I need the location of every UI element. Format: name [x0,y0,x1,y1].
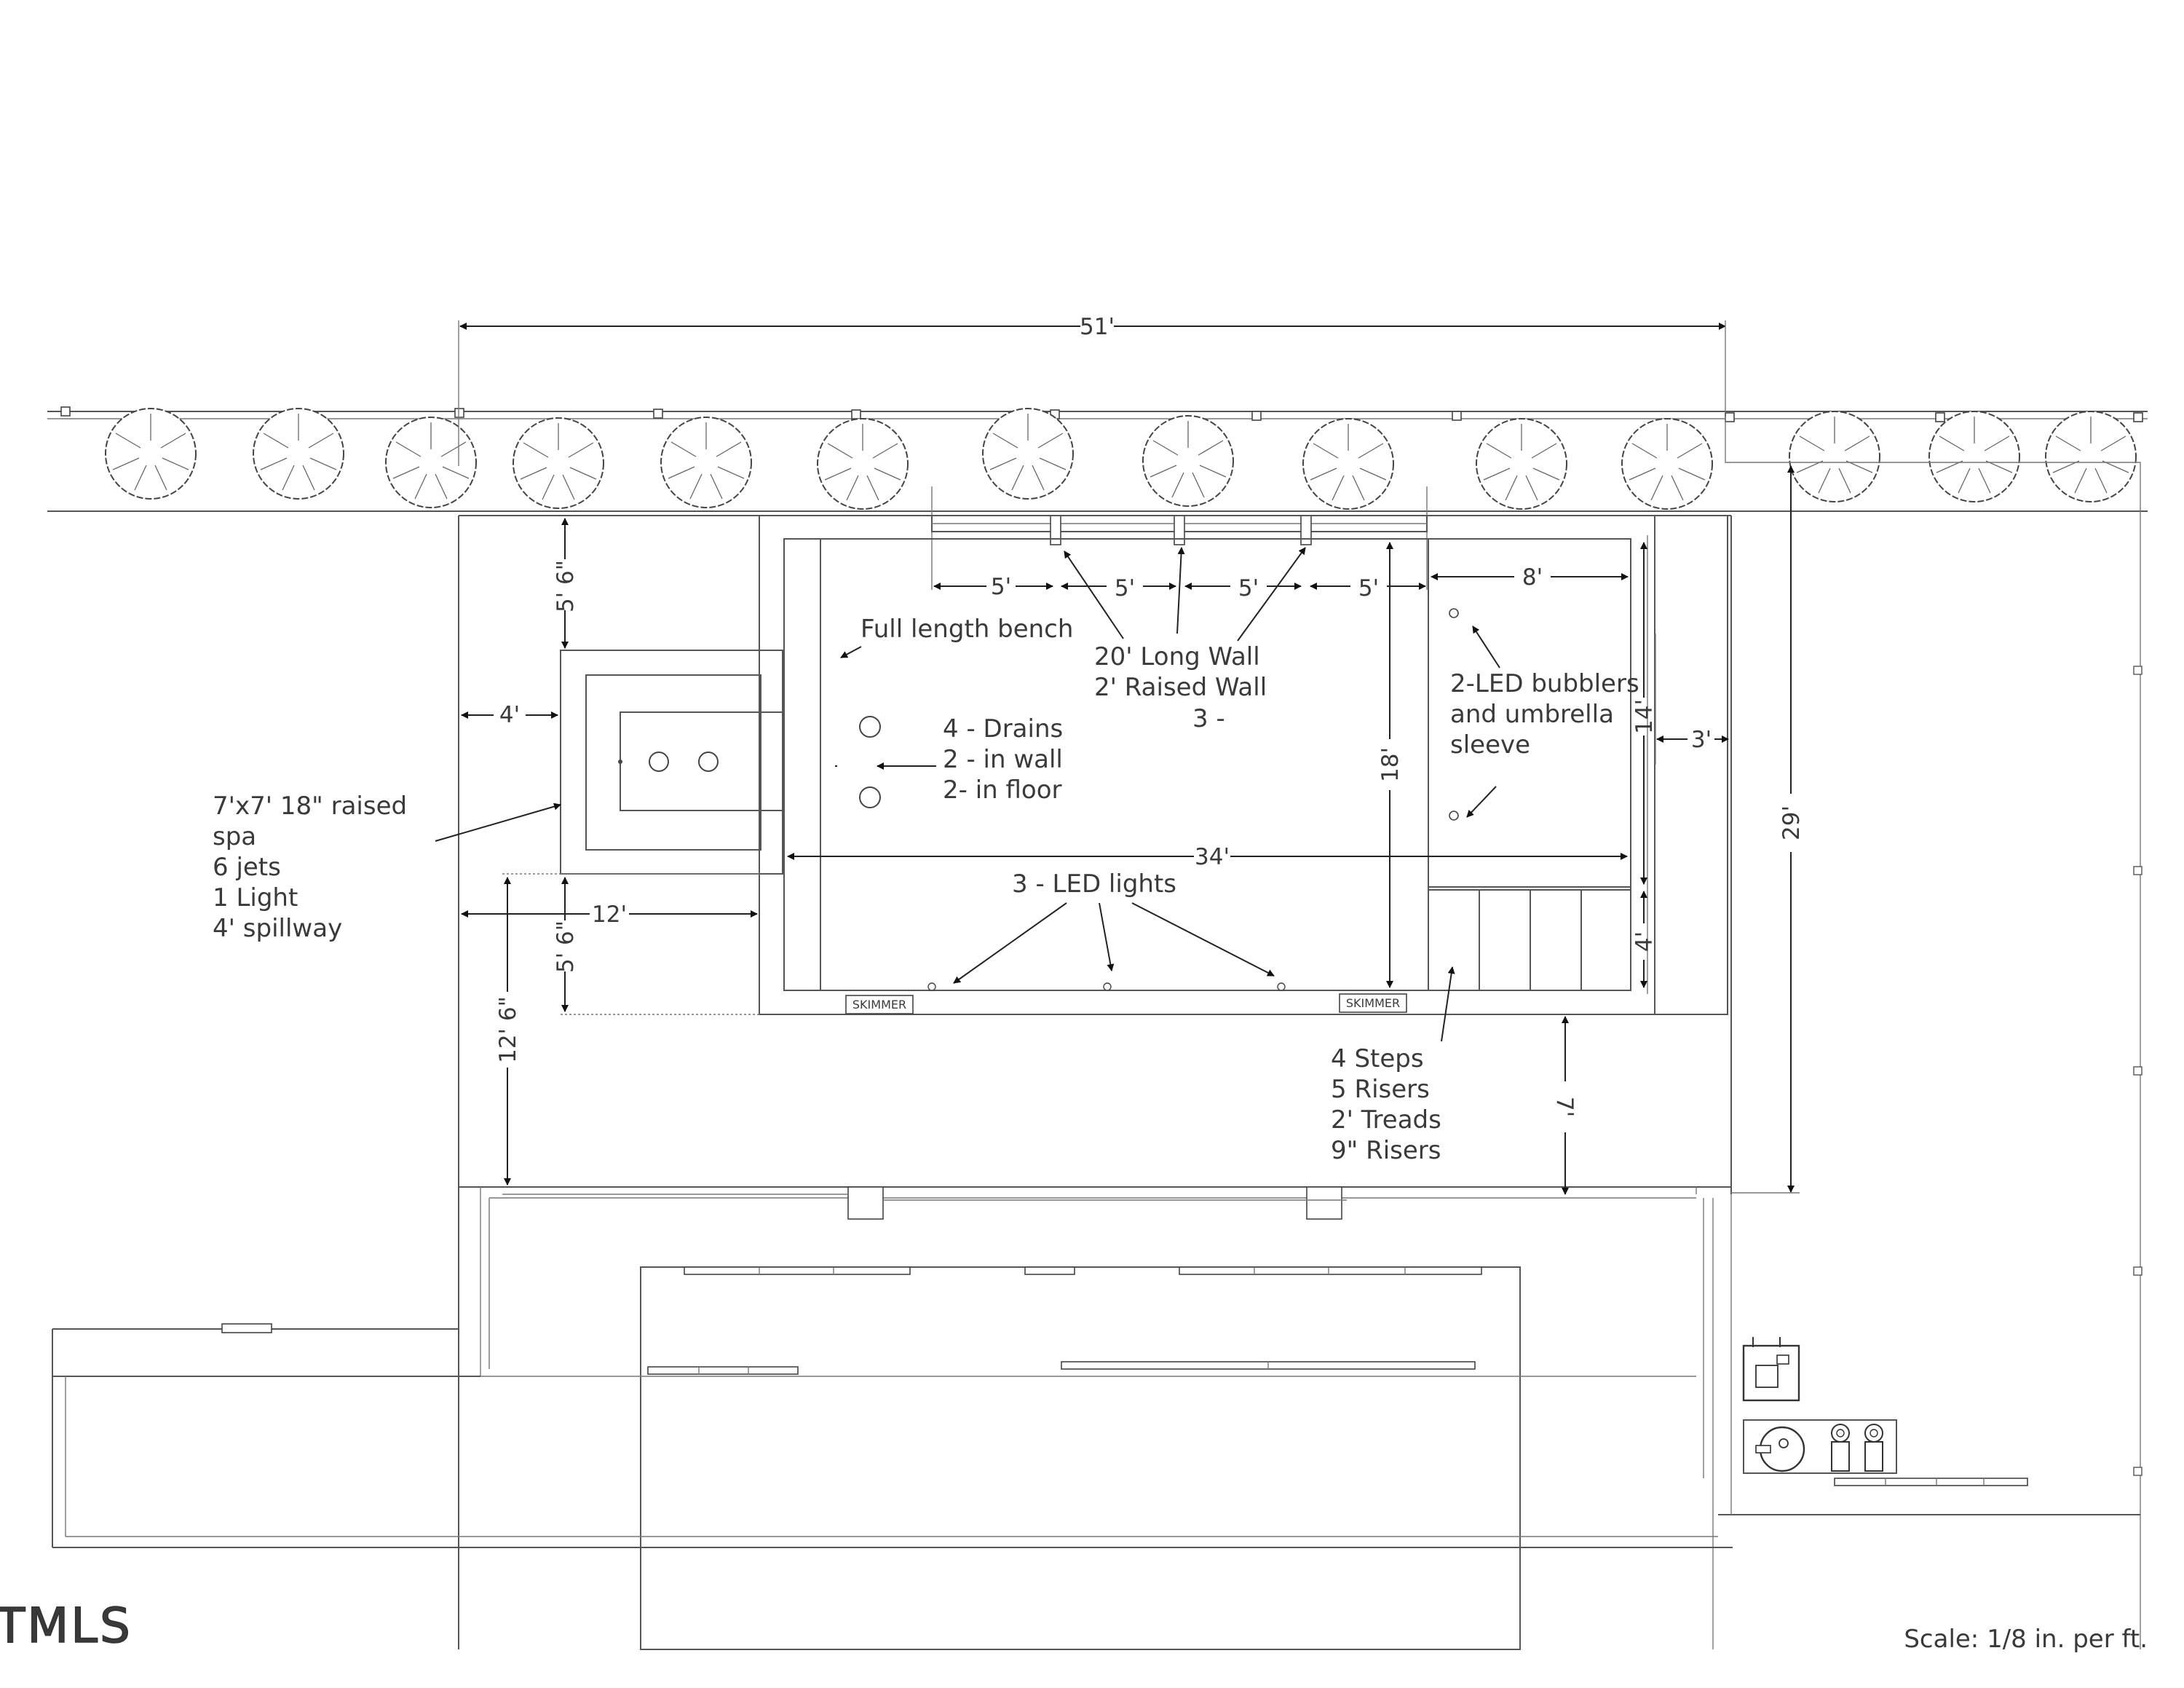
tree-icon [1621,418,1713,510]
tree-icon [105,408,197,500]
dim-wall-segment: 5' [991,574,1011,600]
tree-icon [660,417,752,508]
scale-note: Scale: 1/8 in. per ft. [1904,1625,2148,1654]
wall-light-icon [1050,515,1061,545]
skimmer-label: SKIMMER [852,998,906,1011]
dim-spa-to-house: 12' 6" [495,996,521,1063]
tree-icon [1476,418,1567,510]
house [52,1186,2140,1650]
pool-deck [759,486,1728,1015]
dim-wall-segment: 5' [1115,575,1135,602]
tree-icon [1789,411,1880,502]
tree-icon [817,418,909,510]
tree-icon [253,408,344,500]
tree-icon [2045,411,2137,502]
pool-light-icon [1103,982,1112,991]
spa-note: 7'x7' 18" raised spa 6 jets 1 Light 4' s… [213,792,415,943]
dim-steps-depth: 4' [1631,931,1658,952]
wall-light-icon [1174,515,1185,545]
dim-pool-to-house: 7' [1551,1097,1578,1117]
bubbler-icon [1449,811,1459,821]
pool-light-icon [927,982,936,991]
tree-icon [1302,418,1394,510]
tree-row [105,408,2137,510]
dimension-lines [458,320,1800,1195]
bubblers-note: 2-LED bubblers and umbrella sleeve [1450,669,1647,760]
floor-drain-icon [859,786,881,808]
dim-yard-depth: 29' [1779,805,1805,840]
dim-wall-segment: 5' [1238,575,1259,602]
tree-icon [385,417,477,508]
dim-spa-bottom-offset: 5' 6" [553,920,579,973]
annotations: Full length bench 20' Long Wall 2' Raise… [0,615,2148,1655]
tree-icon [982,408,1074,500]
dim-spa-width: 12' [592,902,627,928]
dim-spa-top-offset: 5' 6" [553,560,579,612]
yard-boundary [458,411,2143,1649]
skimmer-label: SKIMMER [1346,996,1400,1010]
dimension-labels: 51' 5' 6" 4' 12' 5' 6" 12' 6" 5' 5' 5' 5… [495,314,1805,1117]
drains-note: 4 - Drains 2 - in wall 2- in floor [943,714,1071,805]
pool-equipment [1742,1337,1897,1474]
leader-arrows [435,547,1500,1042]
dim-pool-length: 34' [1195,844,1230,870]
lights-note: 3 - LED lights [1012,869,1176,899]
dim-pool-width: 18' [1377,747,1404,782]
dim-shelf-length: 8' [1522,564,1543,591]
spa-jet-icon [649,752,669,772]
skimmer-icon [845,995,914,1014]
full-length-bench [783,538,821,991]
wall-note: 20' Long Wall 2' Raised Wall 3 - [1094,642,1275,733]
skimmer-icon [1339,993,1407,1013]
dim-wall-segment: 5' [1358,575,1379,602]
dim-overall-width: 51' [1080,314,1115,340]
spa-light-icon [618,760,622,764]
steps-note: 4 Steps 5 Risers 2' Treads 9" Risers [1331,1044,1449,1165]
pool-light-icon [1277,982,1286,991]
raised-wall [931,515,1428,545]
bench-note: Full length bench [860,615,1073,644]
tree-icon [513,417,604,509]
wall-light-icon [1300,515,1312,545]
dim-spa-left-offset: 4' [499,702,520,728]
property-fence [47,406,2148,512]
filter-icon [1864,1424,1883,1472]
pool: SKIMMER SKIMMER [759,515,1656,1015]
spillway [760,711,783,811]
dim-side-setback: 3' [1691,727,1712,753]
dim-shelf-width: 14' [1631,699,1658,734]
floor-drain-icon [859,716,881,738]
spa-jet-icon [698,752,719,772]
spa [502,650,783,1015]
tree-icon [1142,415,1234,507]
tree-icon [1928,411,2020,502]
bubbler-icon [1449,608,1459,618]
watermark: TMLS [0,1598,132,1654]
filter-icon [1831,1424,1850,1472]
